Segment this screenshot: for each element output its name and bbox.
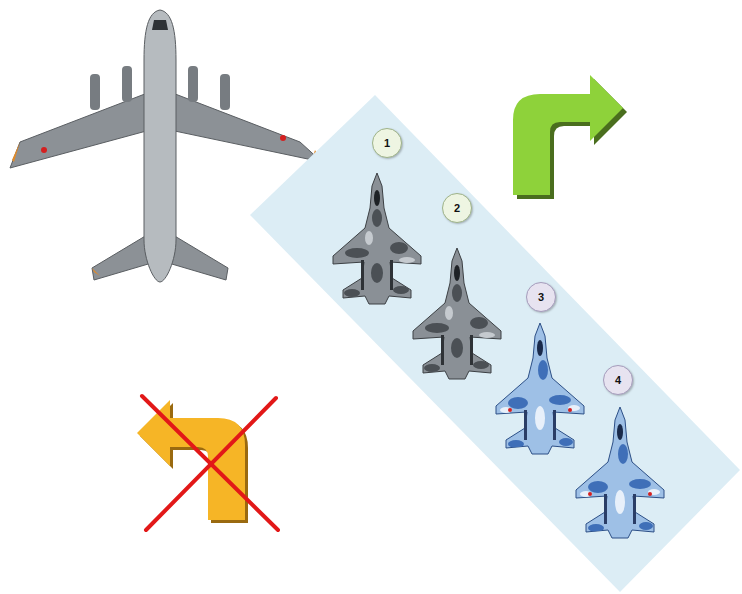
fighter-jet xyxy=(576,407,664,538)
fighter-jet xyxy=(413,248,501,379)
fighter-jet xyxy=(333,173,421,304)
callout-number: 4 xyxy=(615,375,621,386)
callout-circle: 2 xyxy=(442,193,472,223)
transport-aircraft xyxy=(10,10,322,282)
turn-left-arrow xyxy=(137,400,248,523)
callout-circle: 4 xyxy=(603,365,633,395)
callout-circle: 1 xyxy=(372,128,402,158)
callout-circle: 3 xyxy=(526,282,556,312)
callout-number: 3 xyxy=(538,292,544,303)
turn-right-arrow xyxy=(513,75,627,199)
formation-band xyxy=(250,95,740,592)
callout-number: 1 xyxy=(384,138,390,149)
fighter-jet xyxy=(496,323,584,454)
callout-number: 2 xyxy=(454,203,460,214)
prohibited-cross xyxy=(142,396,278,530)
